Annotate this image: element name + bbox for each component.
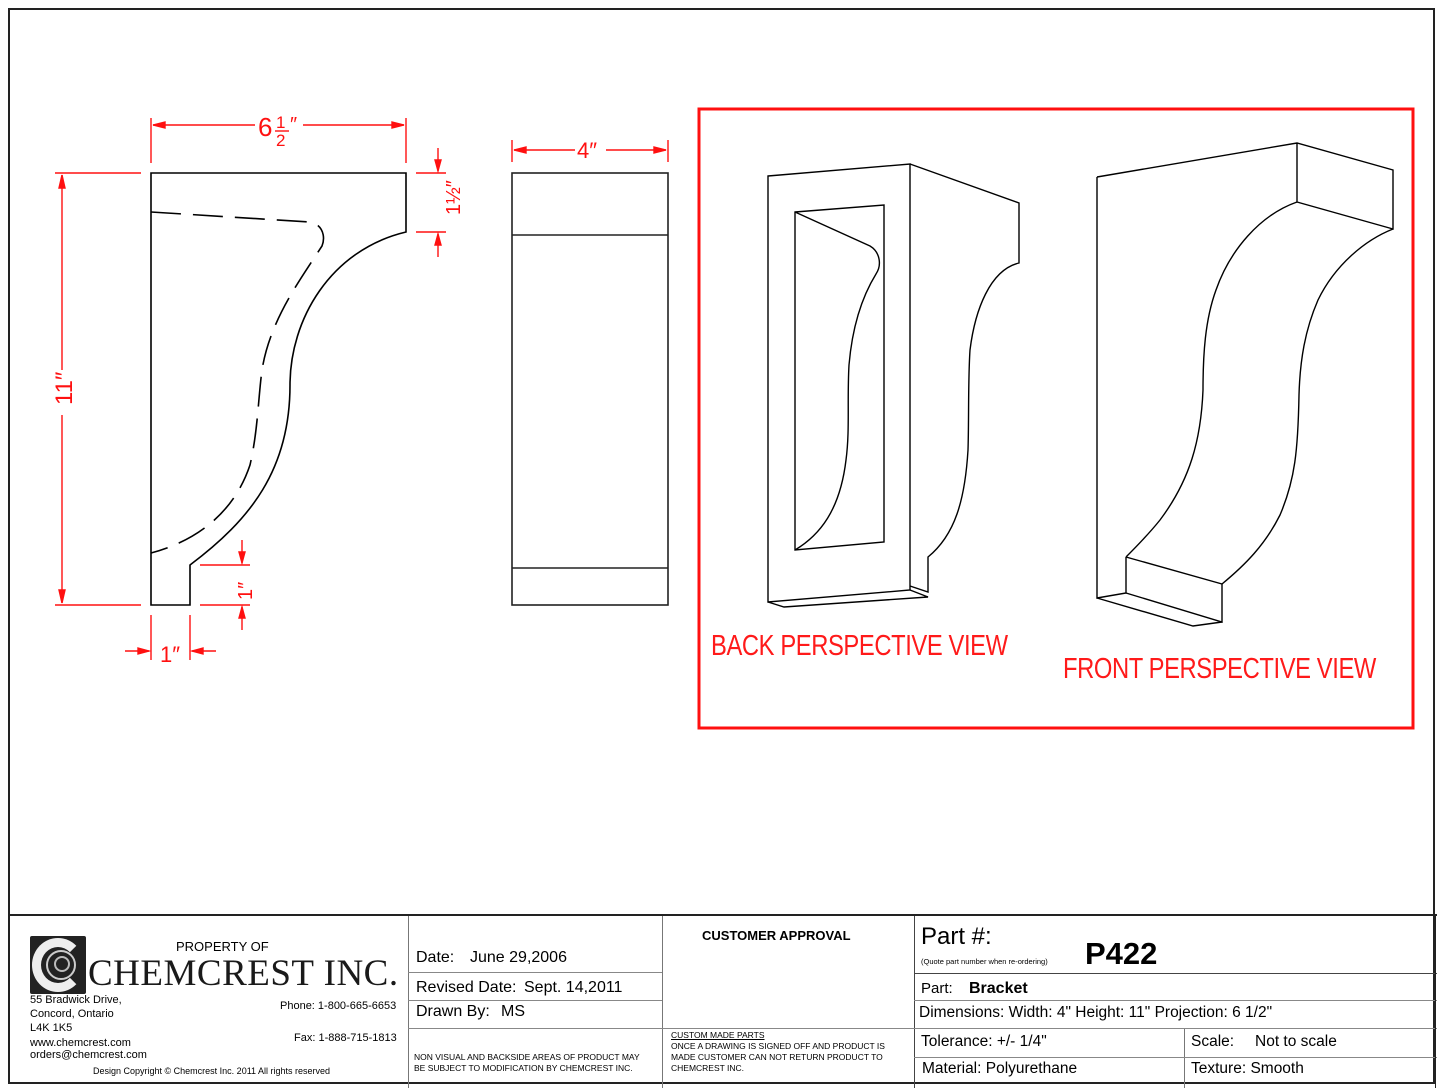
fax-number: Fax: 1-888-715-1813 xyxy=(294,1032,397,1044)
divider xyxy=(408,1000,662,1001)
svg-text:1½″: 1½″ xyxy=(443,180,465,215)
company-name: CHEMCREST INC. xyxy=(88,953,399,994)
svg-text:4″: 4″ xyxy=(577,138,597,163)
part-number-value: P422 xyxy=(1085,936,1158,971)
email-link[interactable]: orders@chemcrest.com xyxy=(30,1049,147,1061)
date-value: June 29,2006 xyxy=(470,949,567,966)
back-perspective-label: BACK PERSPECTIVE VIEW xyxy=(711,630,1008,662)
address-line2: Concord, Ontario xyxy=(30,1008,114,1020)
front-perspective-label: FRONT PERSPECTIVE VIEW xyxy=(1063,653,1376,685)
svg-text:2: 2 xyxy=(276,131,285,150)
divider xyxy=(408,1028,1437,1029)
custom-parts-line3: CHEMCREST INC. xyxy=(671,1063,745,1073)
title-block xyxy=(8,914,1437,1088)
drawn-by-value: MS xyxy=(501,1003,525,1020)
custom-parts-line1: ONCE A DRAWING IS SIGNED OFF AND PRODUCT… xyxy=(671,1041,885,1051)
front-perspective-drawing xyxy=(1096,142,1394,627)
date-label: Date: xyxy=(416,949,455,966)
disclaimer-line1: NON VISUAL AND BACKSIDE AREAS OF PRODUCT… xyxy=(414,1052,640,1062)
side-view-profile xyxy=(150,172,407,606)
scale-label: Scale: xyxy=(1191,1033,1235,1050)
website-link[interactable]: www.chemcrest.com xyxy=(30,1037,131,1049)
part-name: Bracket xyxy=(969,980,1028,997)
svg-text:1″: 1″ xyxy=(235,582,257,600)
part-label: Part: xyxy=(921,980,953,997)
drawn-by-label: Drawn By: xyxy=(416,1003,490,1020)
divider xyxy=(914,1057,1437,1058)
svg-text:6: 6 xyxy=(258,112,272,142)
front-view-dimensions: 4″ xyxy=(511,138,669,163)
copyright-notice: Design Copyright © Chemcrest Inc. 2011 A… xyxy=(93,1066,331,1076)
divider xyxy=(914,1000,1437,1001)
divider xyxy=(662,916,663,1088)
texture: Texture: Smooth xyxy=(1191,1060,1304,1077)
custom-parts-line2: MADE CUSTOMER CAN NOT RETURN PRODUCT TO xyxy=(671,1052,883,1062)
divider xyxy=(408,972,662,973)
revised-date-label: Revised Date: xyxy=(416,979,517,996)
divider xyxy=(914,916,915,1088)
part-number-note: (Quote part number when re-ordering) xyxy=(921,957,1048,966)
part-number-label: Part #: xyxy=(921,923,992,950)
drawing-frame xyxy=(8,8,1435,1084)
svg-text:1″: 1″ xyxy=(160,642,180,667)
custom-parts-heading: CUSTOM MADE PARTS xyxy=(671,1030,765,1040)
revised-date-value: Sept. 14,2011 xyxy=(524,979,623,996)
back-perspective-drawing xyxy=(767,163,1020,608)
svg-text:″: ″ xyxy=(290,114,297,136)
front-view xyxy=(511,172,669,606)
divider xyxy=(914,973,1437,974)
divider xyxy=(408,916,409,1088)
perspective-box xyxy=(697,107,1415,730)
side-view-dimensions xyxy=(55,118,446,660)
property-of-label: PROPERTY OF xyxy=(176,939,269,954)
address-line1: 55 Bradwick Drive, xyxy=(30,994,122,1006)
tolerance: Tolerance: +/- 1/4" xyxy=(921,1033,1047,1050)
side-view-dimension-labels: 6 1 2 ″ 11″ 1½″ 1″ 1″ xyxy=(51,112,465,667)
phone-number: Phone: 1-800-665-6653 xyxy=(280,1000,397,1012)
customer-approval-title: CUSTOMER APPROVAL xyxy=(702,928,851,943)
postal-code: L4K 1K5 xyxy=(30,1022,73,1034)
divider xyxy=(1184,1028,1185,1088)
divider xyxy=(1435,916,1436,1088)
disclaimer-line2: BE SUBJECT TO MODIFICATION BY CHEMCREST … xyxy=(414,1063,633,1073)
scale-value: Not to scale xyxy=(1255,1033,1337,1050)
technical-drawing: 6 1 2 ″ 11″ 1½″ 1″ 1″ 4″ xyxy=(51,107,1415,730)
svg-text:1: 1 xyxy=(276,113,285,132)
material: Material: Polyurethane xyxy=(922,1060,1078,1077)
part-dimensions: Dimensions: Width: 4" Height: 11" Projec… xyxy=(919,1004,1273,1021)
svg-text:11″: 11″ xyxy=(51,371,78,405)
chemcrest-logo-icon xyxy=(30,936,86,994)
